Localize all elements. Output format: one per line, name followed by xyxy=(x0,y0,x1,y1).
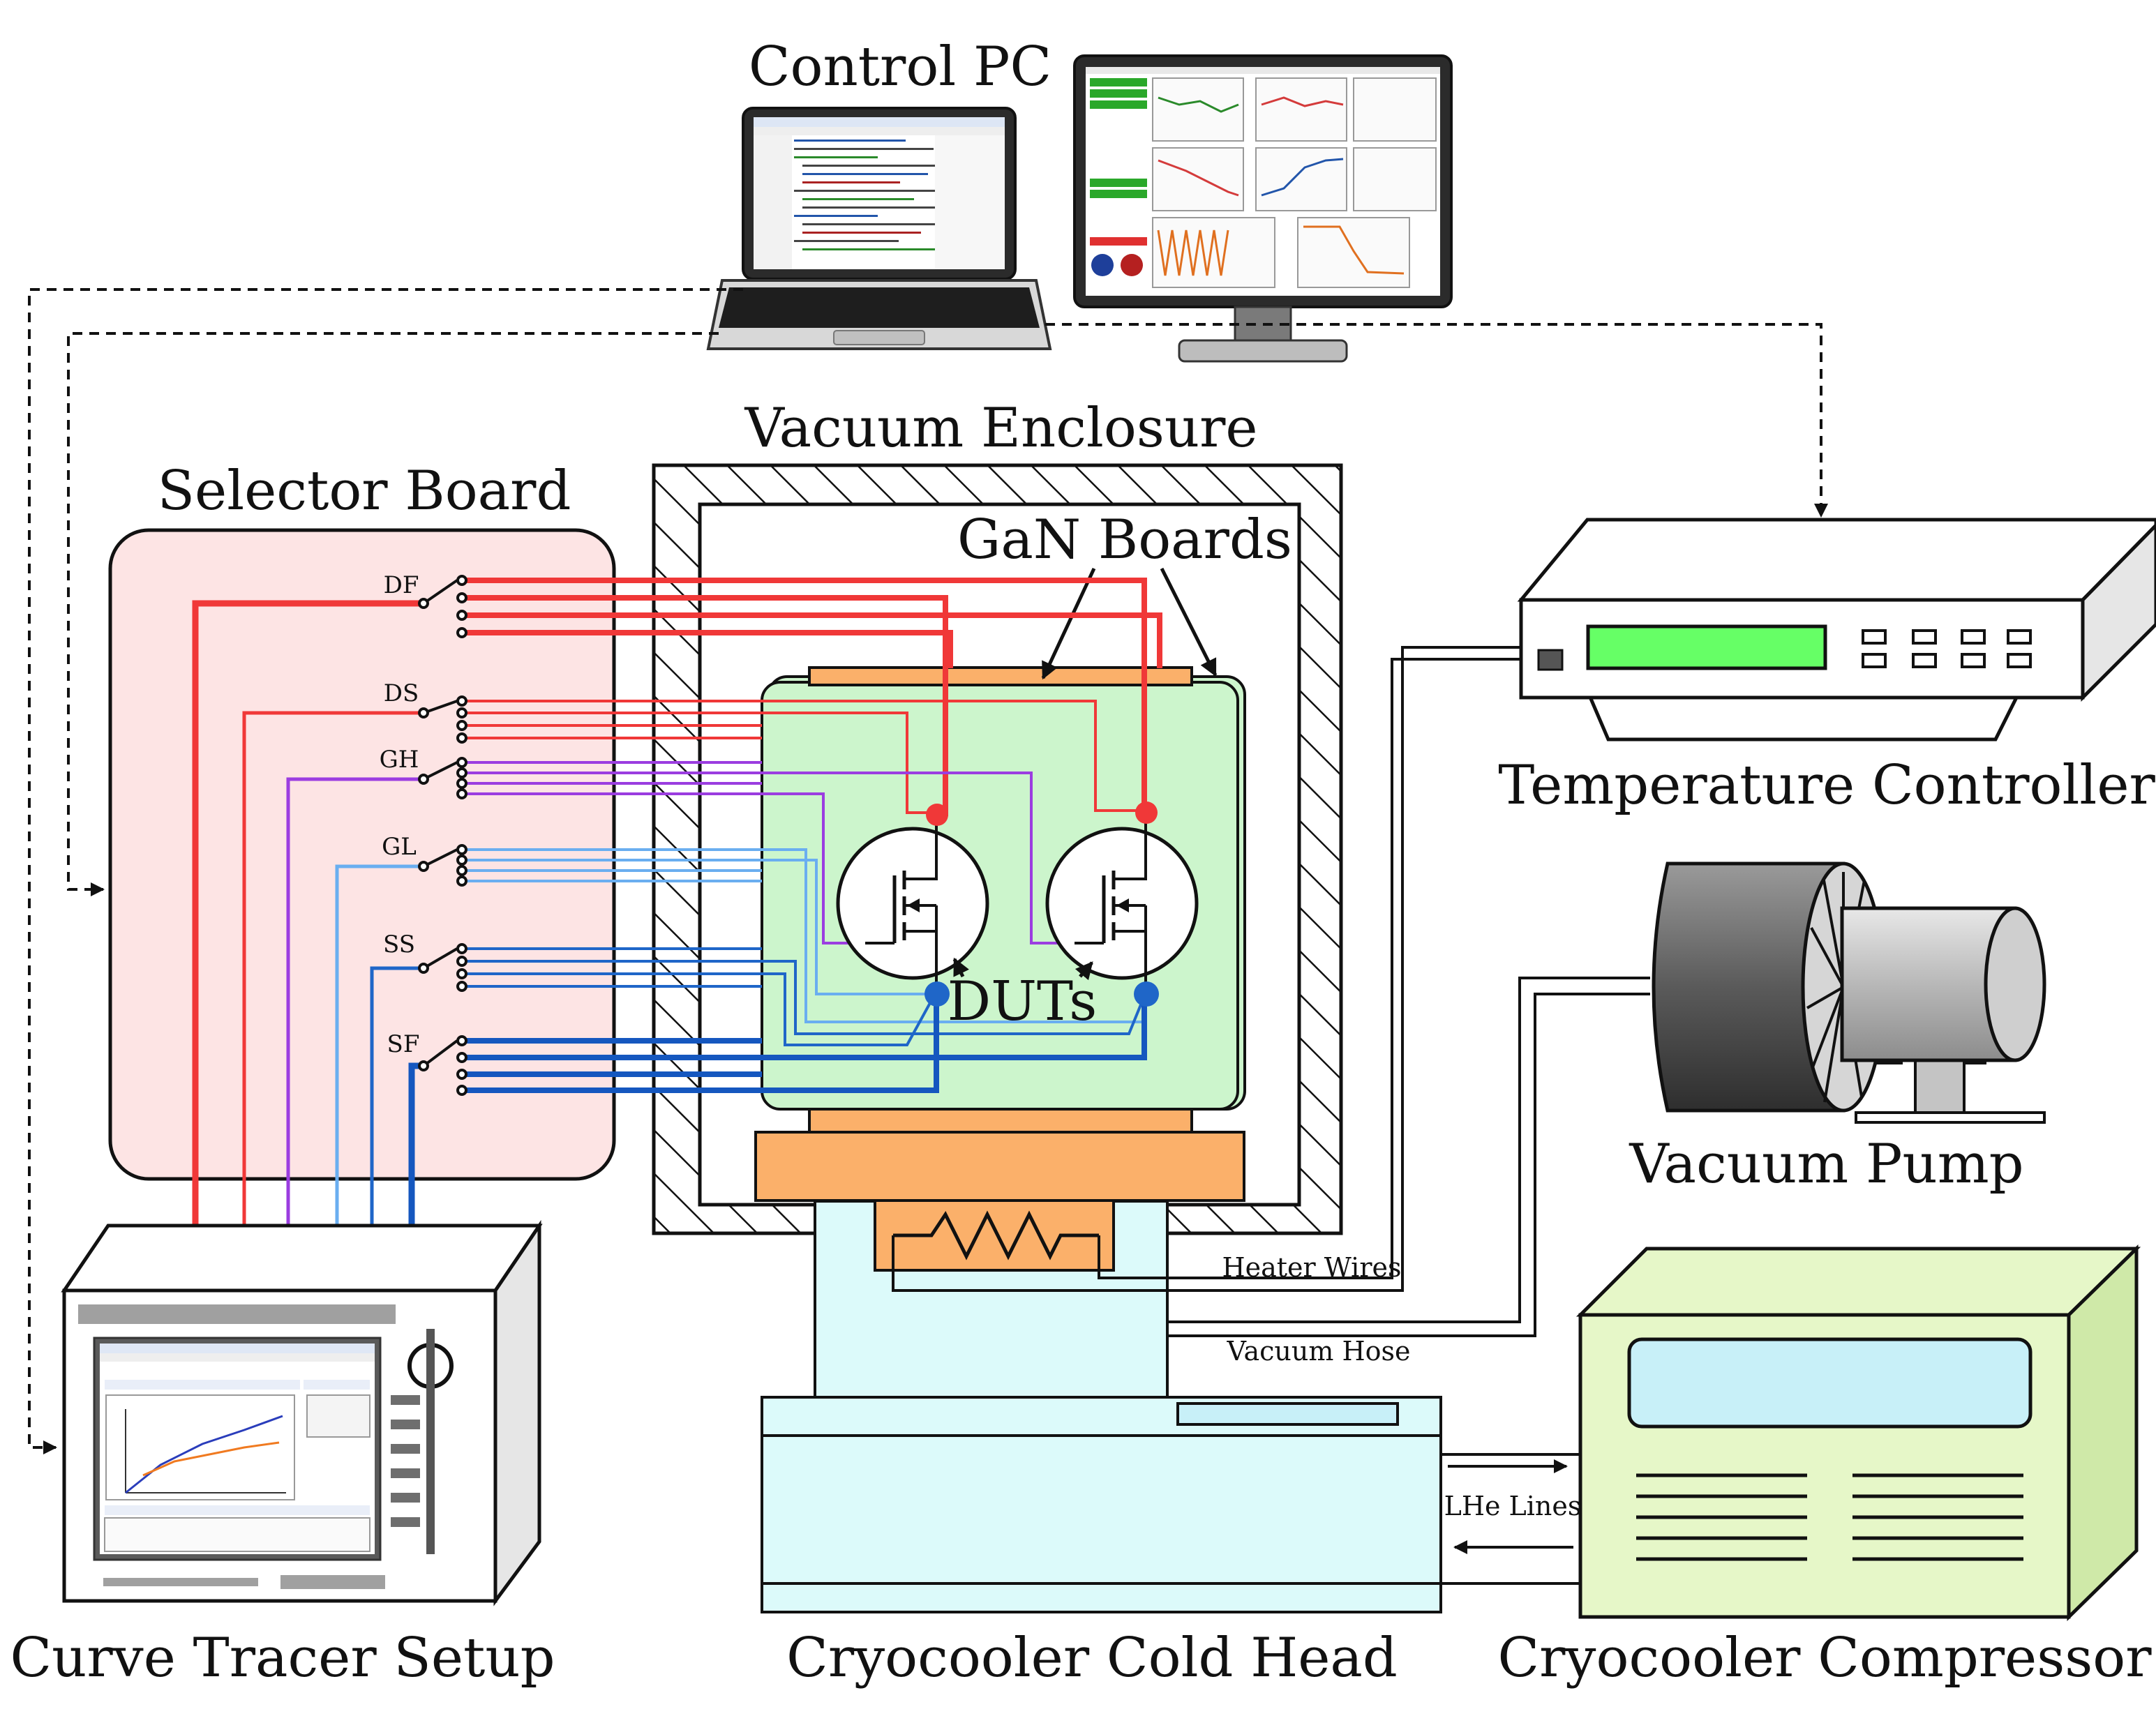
heater-resistor xyxy=(893,1210,1099,1260)
svg-text:DF: DF xyxy=(384,571,419,599)
wire-ss-selector xyxy=(370,966,422,1226)
control-link-selector xyxy=(67,332,719,896)
selector-board xyxy=(108,528,616,1181)
svg-text:GH: GH xyxy=(380,746,419,774)
wire-df-1 xyxy=(463,578,1147,811)
temp-controller-display xyxy=(1586,624,1827,670)
wire-ss-3 xyxy=(463,972,936,1046)
monitor-icon xyxy=(1073,54,1453,363)
dut-left xyxy=(836,804,989,1007)
vacuum-hose-label: Vacuum Hose xyxy=(1227,1336,1411,1367)
heater-wires xyxy=(892,646,1521,1292)
cold-head-base xyxy=(761,1396,1442,1613)
signal-wires xyxy=(192,578,1162,1226)
temp-controller-buttons xyxy=(1862,629,2032,668)
compressor-vents xyxy=(1636,1473,2023,1561)
copper-strip-bottom xyxy=(808,1108,1193,1134)
control-pc: Control PC xyxy=(706,36,1453,363)
wire-gh-2 xyxy=(463,772,1075,944)
selector-board-label: Selector Board xyxy=(158,460,571,522)
wire-gl-selector xyxy=(335,864,422,1226)
curve-tracer xyxy=(61,1219,543,1606)
wire-sf-4 xyxy=(463,994,939,1093)
control-link-curve-tracer xyxy=(28,288,743,1454)
cryocooler-compressor-label: Cryocooler Compressor xyxy=(1497,1627,2152,1689)
wire-gl-2 xyxy=(463,859,928,995)
temperature-controller xyxy=(1517,518,2156,742)
wire-ds-selector xyxy=(242,711,422,1226)
vacuum-enclosure-wall xyxy=(652,463,1343,1235)
svg-text:GL: GL xyxy=(382,833,417,861)
compressor-display xyxy=(1627,1337,2033,1429)
duts-label: DUTs xyxy=(948,970,1098,1033)
curve-tracer-setup-label: Curve Tracer Setup xyxy=(10,1627,555,1689)
wire-ds-1 xyxy=(463,700,1148,812)
vacuum-enclosure-label: Vacuum Enclosure xyxy=(744,397,1257,460)
cryocooler-compressor xyxy=(1575,1244,2141,1621)
svg-text:SS: SS xyxy=(383,931,415,958)
temperature-controller-label: Temperature Controller xyxy=(1498,754,2155,817)
svg-text:DS: DS xyxy=(384,679,419,707)
cryocooler-cold-head-label: Cryocooler Cold Head xyxy=(786,1627,1398,1689)
switch-sf: SF xyxy=(387,1030,467,1096)
switch-ss: SS xyxy=(383,931,467,992)
wire-ss-2 xyxy=(463,960,1146,1035)
wire-df-selector xyxy=(192,600,422,1226)
heater-wires-label: Heater Wires xyxy=(1222,1252,1402,1283)
lhe-lines-label: LHe Lines xyxy=(1444,1491,1582,1521)
control-pc-label: Control PC xyxy=(749,36,1051,98)
wire-df-2 xyxy=(463,595,948,816)
vacuum-pump xyxy=(1652,861,2046,1124)
dut-right xyxy=(1045,801,1199,1007)
control-links xyxy=(28,288,1828,1454)
copper-plate xyxy=(754,1131,1245,1202)
lhe-lines xyxy=(1441,1453,1580,1585)
wire-gh-selector xyxy=(286,777,422,1226)
wire-df-4 xyxy=(463,630,953,668)
wire-df-3 xyxy=(463,612,1162,668)
svg-text:SF: SF xyxy=(387,1030,420,1058)
switch-gl: GL xyxy=(382,833,467,887)
switch-gh: GH xyxy=(380,746,467,799)
wire-gh-4 xyxy=(463,792,865,944)
switch-df: DF xyxy=(384,571,467,638)
vacuum-hose xyxy=(1167,977,1650,1337)
laptop-icon xyxy=(706,107,1052,350)
wire-ds-2 xyxy=(463,712,937,814)
cold-head-slot xyxy=(1176,1402,1399,1426)
control-link-temp-controller xyxy=(1045,323,1828,518)
selector-switches: DF DS GH GL xyxy=(380,571,467,1096)
wire-sf-2 xyxy=(463,994,1147,1060)
vacuum-pump-label: Vacuum Pump xyxy=(1629,1133,2023,1196)
gan-boards-label: GaN Boards xyxy=(957,509,1292,571)
switch-ds: DS xyxy=(384,679,467,744)
temp-controller-port xyxy=(1537,649,1564,671)
copper-strip-top xyxy=(808,666,1193,686)
